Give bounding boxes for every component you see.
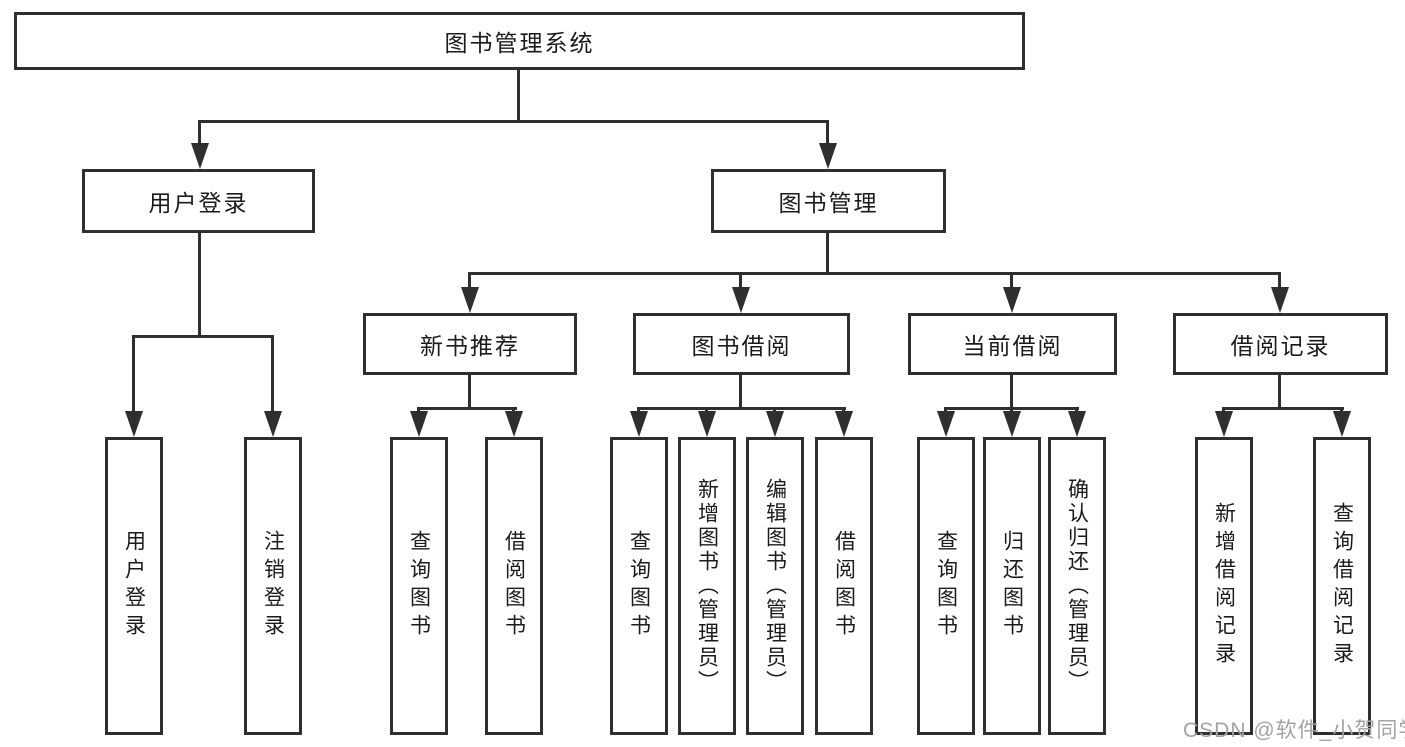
arrow-to-borrow-records — [1271, 272, 1289, 313]
arrow-to-add-borrow-record — [1215, 407, 1233, 437]
node-label: 编辑图书（管理员） — [763, 478, 787, 694]
node-confirm-return-admin: 确认归还（管理员） — [1048, 437, 1106, 735]
node-label: 查询图书 — [407, 530, 431, 642]
connector-book-borrowing-rail — [637, 407, 846, 410]
node-label: 归还图书 — [1000, 530, 1024, 642]
node-query-books-recommend: 查询图书 — [390, 437, 448, 735]
node-new-book-recommend: 新书推荐 — [363, 313, 577, 375]
node-label: 新增借阅记录 — [1212, 502, 1236, 670]
node-query-borrow-record: 查询借阅记录 — [1313, 437, 1371, 735]
node-book-borrowing: 图书借阅 — [633, 313, 850, 375]
connector-book-management-stem — [826, 233, 829, 275]
arrow-to-logout-leaf — [264, 335, 282, 437]
arrow-to-query-books-a — [410, 407, 428, 437]
connector-borrow-records-stem — [1278, 375, 1281, 410]
node-label: 确认归还（管理员） — [1065, 478, 1089, 694]
connector-borrow-records-rail — [1222, 407, 1344, 410]
arrow-to-edit-books — [766, 407, 784, 437]
node-label: 当前借阅 — [962, 333, 1063, 359]
arrow-to-book-borrowing — [732, 272, 750, 313]
connector-new-book-recommend-rail — [417, 407, 517, 410]
connector-book-borrowing-stem — [739, 375, 742, 410]
node-book-management: 图书管理 — [711, 169, 946, 233]
node-label: 借阅图书 — [832, 530, 856, 642]
arrow-to-user-login-leaf — [125, 335, 143, 437]
arrow-to-borrow-books-a — [505, 407, 523, 437]
node-label: 借阅记录 — [1230, 333, 1331, 359]
node-borrow-records: 借阅记录 — [1173, 313, 1388, 375]
arrow-to-user-login — [191, 120, 209, 169]
connector-book-management-rail — [468, 272, 1281, 275]
node-borrow-books-recommend: 借阅图书 — [485, 437, 543, 735]
connector-new-book-recommend-stem — [468, 375, 471, 410]
arrow-to-borrow-books-b — [835, 407, 853, 437]
node-label: 新书推荐 — [420, 333, 520, 359]
arrow-to-query-books-c — [937, 407, 955, 437]
arrow-to-current-borrowing — [1003, 272, 1021, 313]
node-label: 用户登录 — [122, 530, 146, 642]
node-label: 图书管理 — [778, 190, 879, 216]
arrow-to-return-books — [1003, 407, 1021, 437]
node-edit-books-admin: 编辑图书（管理员） — [746, 437, 804, 735]
arrow-to-add-books — [698, 407, 716, 437]
csdn-watermark: CSDN @软件_小贺同学 — [1183, 719, 1405, 742]
node-label: 图书管理系统 — [444, 30, 595, 56]
node-label: 用户登录 — [148, 190, 249, 216]
node-return-books: 归还图书 — [983, 437, 1041, 735]
connector-current-borrowing-stem — [1010, 375, 1013, 410]
node-label: 查询图书 — [934, 530, 958, 642]
arrow-to-confirm-return — [1068, 407, 1086, 437]
node-label: 查询图书 — [627, 530, 651, 642]
node-user-login: 用户登录 — [82, 169, 315, 233]
arrow-to-new-book-recommend — [461, 272, 479, 313]
node-label: 新增图书（管理员） — [695, 478, 719, 694]
node-add-books-admin: 新增图书（管理员） — [678, 437, 736, 735]
connector-user-login-rail — [132, 335, 274, 338]
node-current-borrowing: 当前借阅 — [908, 313, 1117, 375]
node-label: 注销登录 — [261, 530, 285, 642]
node-label: 借阅图书 — [502, 530, 526, 642]
arrow-to-query-borrow-record — [1333, 407, 1351, 437]
arrow-to-book-management — [819, 120, 837, 169]
node-query-books-borrowing: 查询图书 — [610, 437, 668, 735]
connector-user-login-stem — [198, 233, 201, 338]
connector-root-rail — [198, 120, 829, 123]
node-label: 查询借阅记录 — [1330, 502, 1354, 670]
arrow-to-query-books-b — [630, 407, 648, 437]
node-label: 图书借阅 — [691, 333, 792, 359]
node-user-login-leaf: 用户登录 — [105, 437, 163, 735]
node-borrow-books-borrowing: 借阅图书 — [815, 437, 873, 735]
node-query-books-current: 查询图书 — [917, 437, 975, 735]
connector-root-stem — [517, 70, 520, 123]
node-logout-leaf: 注销登录 — [244, 437, 302, 735]
node-library-management-system: 图书管理系统 — [14, 12, 1025, 70]
node-add-borrow-record: 新增借阅记录 — [1195, 437, 1253, 735]
